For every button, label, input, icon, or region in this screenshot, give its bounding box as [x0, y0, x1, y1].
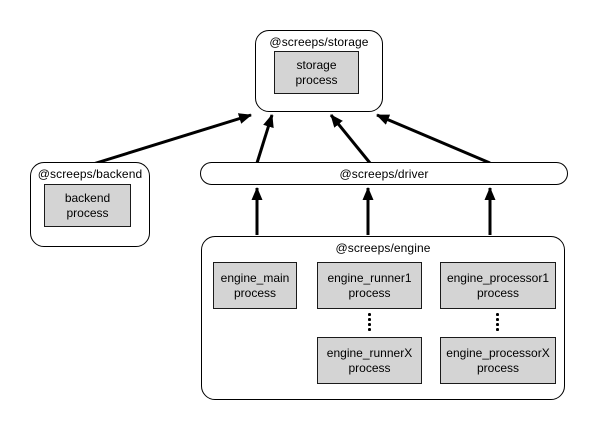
arrow-driver-to-storage-left: [255, 114, 274, 164]
vertical-ellipsis-icon: [496, 313, 499, 331]
backend-process-box: backend process: [44, 184, 131, 227]
engine-processor1-process-box: engine_processor1 process: [440, 262, 556, 309]
engine-main-process-box: engine_main process: [213, 262, 297, 309]
engine-processorX-process-label: engine_processorX process: [446, 345, 550, 375]
engine-title: @screeps/engine: [335, 241, 431, 255]
vertical-ellipsis-icon: [368, 313, 371, 331]
backend-process-label: backend process: [64, 190, 111, 220]
engine-runnerX-process-label: engine_runnerX process: [326, 345, 413, 375]
node-backend: @screeps/backend backend process: [30, 162, 150, 247]
node-driver: @screeps/driver: [200, 162, 568, 185]
dot: [368, 328, 371, 331]
engine-main-process-label: engine_main process: [220, 270, 290, 300]
backend-title: @screeps/backend: [37, 167, 143, 181]
storage-process-label: storage process: [295, 57, 338, 87]
dot: [496, 323, 499, 326]
arrow-driver-to-storage-right: [376, 113, 491, 165]
dot: [368, 313, 371, 316]
engine-processor1-process-label: engine_processor1 process: [446, 270, 550, 300]
driver-title: @screeps/driver: [339, 166, 429, 181]
storage-process-box: storage process: [274, 51, 359, 94]
engine-runnerX-process-box: engine_runnerX process: [317, 337, 422, 384]
dot: [496, 328, 499, 331]
dot: [368, 318, 371, 321]
dot: [368, 323, 371, 326]
arrow-driver-to-storage-middle: [329, 114, 372, 164]
node-engine: @screeps/engine engine_main process engi…: [201, 236, 565, 400]
dot: [496, 318, 499, 321]
engine-runner1-process-box: engine_runner1 process: [317, 262, 422, 309]
engine-processorX-process-box: engine_processorX process: [440, 337, 556, 384]
engine-runner1-process-label: engine_runner1 process: [327, 270, 412, 300]
storage-title: @screeps/storage: [269, 35, 369, 49]
dot: [496, 313, 499, 316]
node-storage: @screeps/storage storage process: [255, 30, 383, 112]
arrow-backend-to-storage: [92, 113, 252, 166]
